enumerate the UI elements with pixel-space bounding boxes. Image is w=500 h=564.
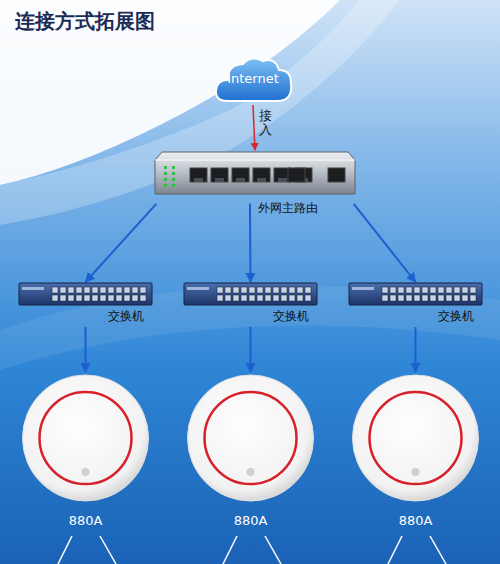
main-router: 外网主路由 bbox=[150, 150, 360, 219]
model-label: 880A bbox=[183, 513, 318, 528]
switch-label: 交换机 bbox=[438, 308, 474, 325]
link-arrow bbox=[86, 204, 157, 282]
access-point: 880A bbox=[183, 372, 318, 532]
ap-device bbox=[348, 372, 483, 532]
router-picture bbox=[150, 150, 360, 216]
switch: 交换机 bbox=[183, 282, 318, 327]
link-arrow bbox=[250, 327, 252, 372]
link-arrow bbox=[85, 327, 87, 372]
internet-cloud: Internet bbox=[213, 55, 293, 105]
model-label: 880A bbox=[348, 513, 483, 528]
switch: 交换机 bbox=[348, 282, 483, 327]
ap-device bbox=[183, 372, 318, 532]
diagram-title: 连接方式拓展图 bbox=[15, 8, 155, 35]
router-label: 外网主路由 bbox=[258, 200, 318, 217]
link-arrow bbox=[249, 204, 252, 282]
cloud-label: Internet bbox=[213, 71, 293, 86]
switch: 交换机 bbox=[18, 282, 153, 327]
uplink-arrow bbox=[253, 105, 255, 150]
access-point: 880A bbox=[18, 372, 153, 532]
link-arrow bbox=[415, 327, 417, 372]
switch-label: 交换机 bbox=[273, 308, 309, 325]
edge-label: 接入 bbox=[259, 109, 272, 138]
model-label: 880A bbox=[18, 513, 153, 528]
link-arrow bbox=[354, 204, 416, 282]
ap-wires bbox=[58, 536, 446, 564]
switch-label: 交换机 bbox=[108, 308, 144, 325]
ap-device bbox=[18, 372, 153, 532]
access-point: 880A bbox=[348, 372, 483, 532]
